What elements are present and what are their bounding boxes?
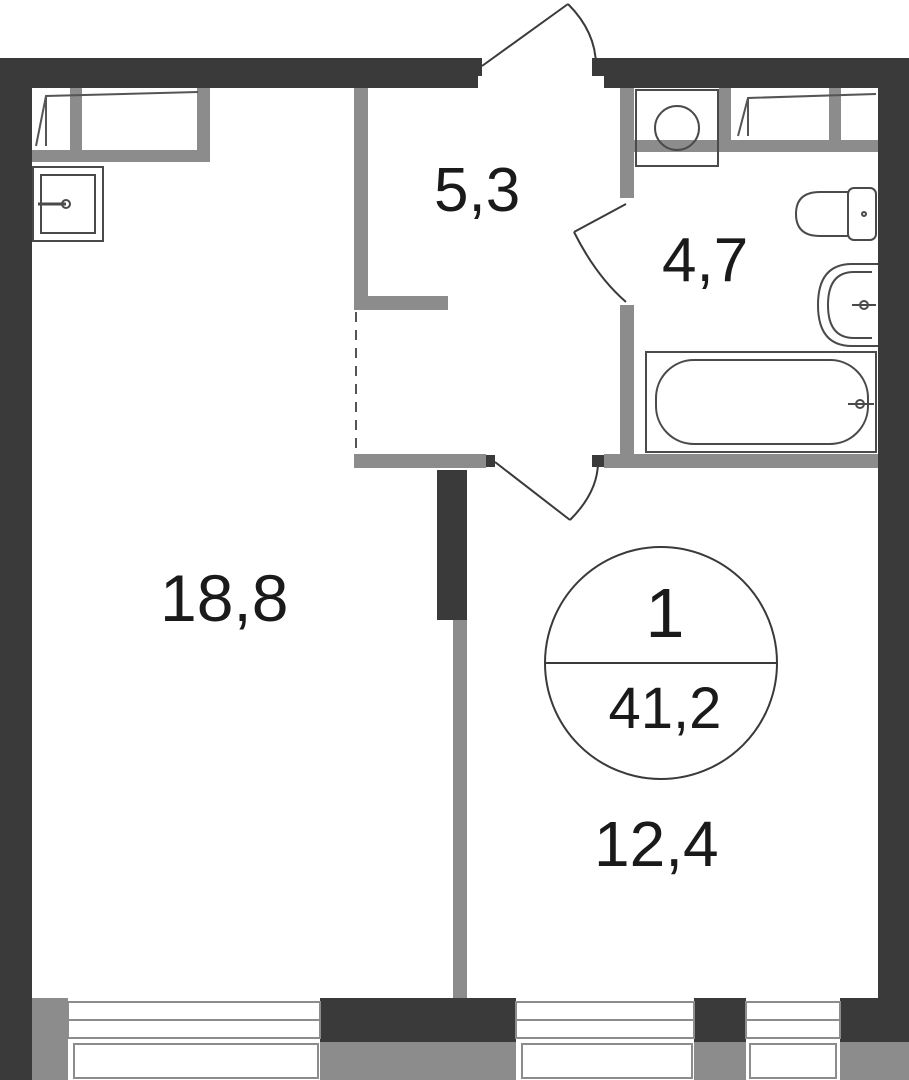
window-icon <box>35 91 877 147</box>
toilet-icon <box>794 187 877 241</box>
sink-icon <box>32 166 104 242</box>
bathtub-icon <box>645 351 877 453</box>
living-room-area: 18,8 <box>160 561 289 635</box>
washbasin-icon <box>816 263 878 347</box>
door-swing-icon <box>481 3 627 521</box>
window-icon <box>67 1001 841 1079</box>
room-count: 1 <box>645 574 685 652</box>
hallway-area: 5,3 <box>434 156 521 225</box>
outer-walls <box>0 58 909 1080</box>
kitchen-area: 12,4 <box>594 808 719 880</box>
total-area-badge <box>544 546 778 780</box>
washing-machine-icon <box>635 89 719 167</box>
bathroom-area: 4,7 <box>662 226 749 295</box>
total-area: 41,2 <box>608 676 722 741</box>
inner-walls <box>32 88 909 1080</box>
